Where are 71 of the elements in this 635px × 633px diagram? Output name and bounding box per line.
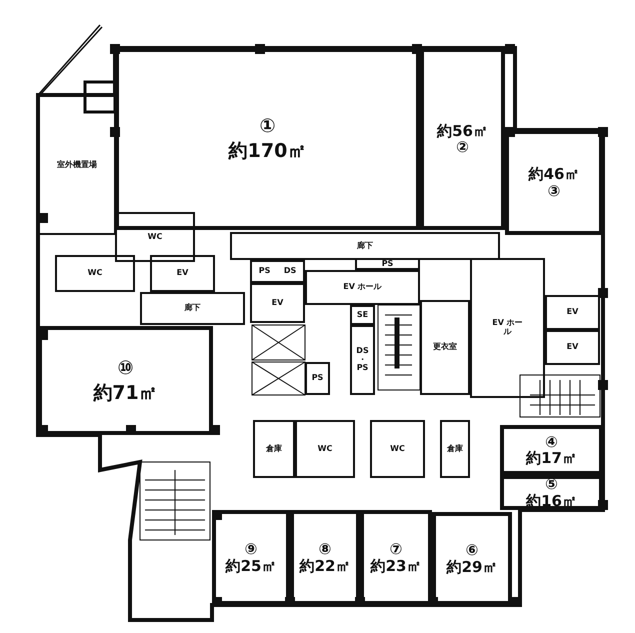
rental-room xyxy=(290,510,360,605)
room xyxy=(230,232,500,260)
room xyxy=(150,255,215,292)
room-number: ② xyxy=(456,139,469,156)
area-label: 約56㎡ xyxy=(437,122,488,139)
room-number: ④ xyxy=(545,434,558,450)
room-label: DS ・ PS xyxy=(356,346,370,374)
room-label: WC xyxy=(148,232,162,242)
room-label: PS xyxy=(312,374,324,383)
area-label: 約25㎡ xyxy=(226,558,276,574)
area-label: 約23㎡ xyxy=(370,558,422,574)
room-label: SE xyxy=(356,310,368,320)
rental-room xyxy=(420,48,505,230)
room-label: PS xyxy=(258,267,270,276)
room-label: EV ホール xyxy=(343,283,382,292)
room-label: EV xyxy=(272,298,284,308)
room xyxy=(350,325,375,395)
room-number: ⑨ xyxy=(244,541,258,558)
room-label: 廊下 xyxy=(357,242,373,250)
room-label: WC xyxy=(88,269,102,278)
room-label: PS xyxy=(382,260,394,268)
room-label: 室外機置場 xyxy=(57,160,97,170)
room xyxy=(440,420,470,478)
room-number: ⑧ xyxy=(318,541,332,558)
area-label: 約46㎡ xyxy=(528,166,580,182)
rental-room xyxy=(115,48,420,230)
rental-room xyxy=(500,425,603,475)
rental-room xyxy=(360,510,432,605)
area-label: 約22㎡ xyxy=(300,558,350,574)
room-number: ⑩ xyxy=(117,358,134,378)
room-label: 倉庫 xyxy=(447,444,463,454)
room xyxy=(305,270,420,305)
rental-room xyxy=(505,130,603,235)
area-label: 約17㎡ xyxy=(526,450,577,466)
room xyxy=(250,260,305,283)
area-label: 約29㎡ xyxy=(446,558,498,575)
room-label: 倉庫 xyxy=(266,444,282,454)
room xyxy=(545,330,600,365)
room xyxy=(140,292,245,325)
room-label: 更衣室 xyxy=(433,343,457,352)
room xyxy=(470,258,545,398)
room xyxy=(295,420,355,478)
room xyxy=(305,362,330,395)
area-label: 約71㎡ xyxy=(93,382,158,404)
room-label: DS xyxy=(284,267,296,276)
room-label: WC xyxy=(390,444,405,454)
room-label: WC xyxy=(318,444,332,454)
room xyxy=(115,212,195,262)
room xyxy=(420,300,470,395)
room xyxy=(250,283,305,323)
room xyxy=(355,258,420,270)
room-label: EV xyxy=(566,343,578,352)
room-number: ⑥ xyxy=(466,542,478,558)
room-number: ③ xyxy=(548,182,560,199)
room-number: ⑦ xyxy=(390,541,402,558)
room xyxy=(350,305,375,325)
room-number: ① xyxy=(259,116,276,137)
room xyxy=(253,420,295,478)
rental-room xyxy=(212,510,290,605)
rental-room xyxy=(500,475,603,510)
rental-room xyxy=(38,326,213,435)
room xyxy=(55,255,135,292)
room-label: EV xyxy=(566,308,578,317)
room-label: EV xyxy=(176,269,188,278)
room xyxy=(545,295,600,330)
area-label: 約170㎡ xyxy=(228,141,306,162)
room-label: 廊下 xyxy=(184,304,200,313)
rental-room xyxy=(432,512,512,605)
room-label: EV ホール xyxy=(491,319,524,337)
room xyxy=(370,420,425,478)
room-number: ⑤ xyxy=(545,476,558,492)
